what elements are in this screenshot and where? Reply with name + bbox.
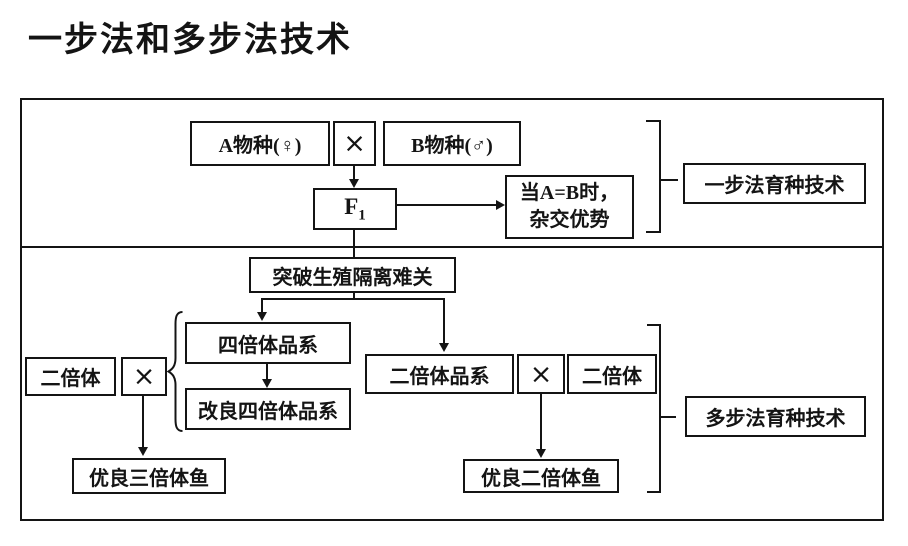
arrowhead-cross-to-f1-icon xyxy=(349,179,359,188)
multi-step-bracket-mid-tick xyxy=(661,416,676,418)
improved-tetraploid-box: 改良四倍体品系 xyxy=(185,388,351,430)
section-divider xyxy=(20,246,884,248)
cross-left-box: × xyxy=(121,357,167,396)
diploid-fish-box: 优良二倍体鱼 xyxy=(463,459,619,493)
connector-cross-to-f1 xyxy=(353,166,355,179)
one-step-bracket-mid-tick xyxy=(661,179,678,181)
diploid-left-box: 二倍体 xyxy=(25,357,116,396)
connector-split-horizontal xyxy=(261,298,445,300)
breakthrough-box: 突破生殖隔离难关 xyxy=(249,257,456,293)
multi-step-label-box: 多步法育种技术 xyxy=(685,396,866,437)
connector-right-branch xyxy=(443,298,445,343)
arrowhead-diploid-fish-icon xyxy=(536,449,546,458)
hybrid-advantage-line2: 杂交优势 xyxy=(529,209,610,231)
connector-f1-to-breakthrough xyxy=(353,230,355,257)
f1-label: F1 xyxy=(344,193,366,224)
connector-cross-to-triploid-fish xyxy=(142,396,144,447)
one-step-label-box: 一步法育种技术 xyxy=(683,163,866,204)
one-step-bracket-top-tick xyxy=(646,120,661,122)
arrowhead-left-branch-icon xyxy=(257,312,267,321)
diploid-right-box: 二倍体 xyxy=(567,354,657,394)
cross-top-box: × xyxy=(333,121,376,166)
one-step-bracket-bottom-tick xyxy=(646,231,661,233)
group-brace-icon xyxy=(167,311,183,432)
arrowhead-f1-to-hybrid-icon xyxy=(496,200,505,210)
arrowhead-tetraploid-to-improved-icon xyxy=(262,379,272,388)
species-a-box: A物种(♀) xyxy=(190,121,330,166)
connector-breakthrough-stub xyxy=(353,293,355,300)
hybrid-advantage-line1: 当A=B时， xyxy=(519,182,620,204)
one-step-bracket-vertical xyxy=(659,120,661,233)
connector-cross-to-diploid-fish xyxy=(540,394,542,449)
hybrid-advantage-box: 当A=B时， 杂交优势 xyxy=(505,175,634,239)
connector-left-branch xyxy=(261,298,263,312)
page-title: 一步法和多步法技术 xyxy=(28,22,352,59)
triploid-fish-box: 优良三倍体鱼 xyxy=(72,458,226,494)
diploid-strain-box: 二倍体品系 xyxy=(365,354,514,394)
tetraploid-strain-box: 四倍体品系 xyxy=(185,322,351,364)
f1-box: F1 xyxy=(313,188,397,230)
species-b-box: B物种(♂) xyxy=(383,121,521,166)
connector-tetraploid-to-improved xyxy=(266,364,268,379)
cross-right-box: × xyxy=(517,354,565,394)
multi-step-bracket-top-tick xyxy=(647,324,661,326)
multi-step-bracket-vertical xyxy=(659,324,661,493)
arrowhead-triploid-fish-icon xyxy=(138,447,148,456)
arrowhead-right-branch-icon xyxy=(439,343,449,352)
multi-step-bracket-bottom-tick xyxy=(647,491,661,493)
connector-f1-to-hybrid xyxy=(397,204,496,206)
